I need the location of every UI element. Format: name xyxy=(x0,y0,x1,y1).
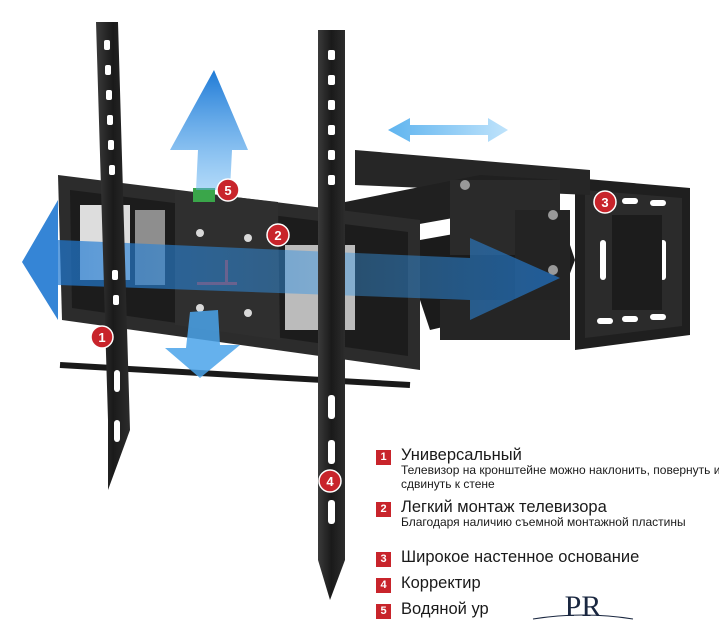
horizontal-slide-arrow xyxy=(22,200,560,320)
feature-number: 3 xyxy=(376,552,391,567)
callout-2-label: 2 xyxy=(274,228,281,243)
feature-title: Универсальный xyxy=(401,446,522,464)
callout-1: 1 xyxy=(90,325,114,349)
vertical-rail-right xyxy=(318,30,345,600)
callout-5: 5 xyxy=(216,178,240,202)
feature-number: 5 xyxy=(376,604,391,619)
feature-number: 2 xyxy=(376,502,391,517)
callout-4: 4 xyxy=(318,469,342,493)
vertical-tilt-arrow xyxy=(165,70,248,378)
vertical-rail-left xyxy=(96,22,130,490)
feature-title: Широкое настенное основание xyxy=(401,548,640,566)
callout-4-label: 4 xyxy=(326,474,334,489)
svg-text:PR: PR xyxy=(565,590,602,623)
pr-monogram-icon: PR xyxy=(528,586,638,626)
feature-number: 4 xyxy=(376,578,391,593)
side-shift-arrow xyxy=(388,118,508,142)
callout-1-label: 1 xyxy=(98,330,105,345)
callout-5-label: 5 xyxy=(224,183,231,198)
feature-title: Корректир xyxy=(401,574,481,592)
feature-title: Водяной ур xyxy=(401,600,489,618)
callout-badges: 1 2 3 4 5 xyxy=(90,178,617,493)
feature-number: 1 xyxy=(376,450,391,465)
feature-description: Благодаря наличию съемной монтажной плас… xyxy=(401,515,686,529)
callout-2: 2 xyxy=(266,223,290,247)
feature-title: Легкий монтаж телевизора xyxy=(401,498,607,516)
wall-plate xyxy=(575,178,690,350)
callout-3-label: 3 xyxy=(601,195,608,210)
feature-description: Телевизор на кронштейне можно наклонить,… xyxy=(401,463,719,491)
callout-3: 3 xyxy=(593,190,617,214)
bubble-level xyxy=(193,188,215,202)
